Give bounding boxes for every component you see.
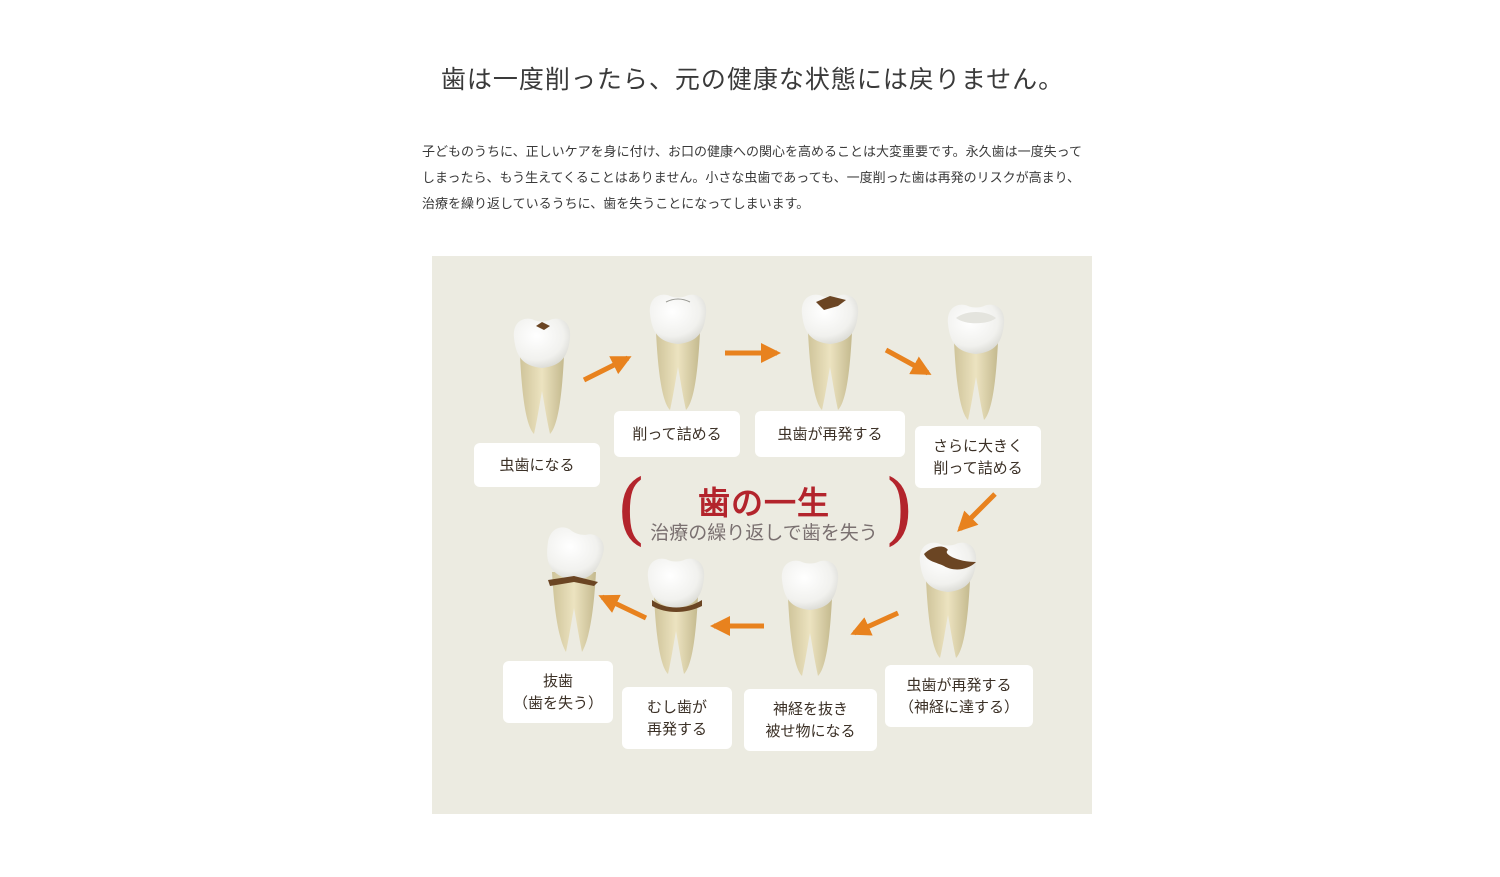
- step-label-4: さらに大きく 削って詰める: [915, 426, 1041, 488]
- tooth-2-filled: [649, 294, 707, 410]
- tooth-5-nerve-reached: [919, 542, 977, 658]
- tooth-6-crowned: [781, 560, 839, 676]
- tooth-1-cavity: [513, 318, 571, 434]
- tooth-8-extracted: [547, 527, 604, 652]
- diagram-center-subtitle: 治療の繰り返しで歯を失う: [650, 522, 878, 544]
- tooth-lifecycle-diagram: ( ) 歯の一生 治療の繰り返しで歯を失う 虫歯になる 削って詰める 虫歯が再発…: [432, 256, 1092, 814]
- page-heading: 歯は一度削ったら、元の健康な状態には戻りません。: [440, 65, 1065, 94]
- step-label-2: 削って詰める: [614, 411, 740, 457]
- tooth-4-larger-filling: [947, 304, 1005, 420]
- close-paren: ): [884, 464, 915, 554]
- arrow-7-to-8: [598, 594, 648, 621]
- arrow-4-to-5: [957, 492, 997, 532]
- step-label-6: 神経を抜き 被せ物になる: [744, 689, 877, 751]
- tooth-7-crown-recurrence: [647, 558, 705, 674]
- tooth-illustrations: [513, 294, 1005, 676]
- arrow-3-to-4: [884, 347, 932, 376]
- step-label-8: 抜歯 （歯を失う）: [503, 661, 613, 723]
- intro-paragraph: 子どものうちに、正しいケアを身に付け、お口の健康への関心を高めることは大変重要で…: [422, 145, 1083, 212]
- arrow-5-to-6: [850, 610, 900, 636]
- arrow-1-to-2: [582, 355, 632, 383]
- open-paren: (: [616, 464, 647, 554]
- step-label-3: 虫歯が再発する: [755, 411, 905, 457]
- diagram-center-title: 歯の一生: [697, 484, 830, 522]
- step-label-7: むし歯が 再発する: [622, 687, 732, 749]
- step-label-1: 虫歯になる: [474, 443, 600, 487]
- process-arrows: [582, 343, 997, 636]
- tooth-3-recurrence: [801, 294, 859, 410]
- step-label-5: 虫歯が再発する （神経に達する）: [885, 665, 1033, 727]
